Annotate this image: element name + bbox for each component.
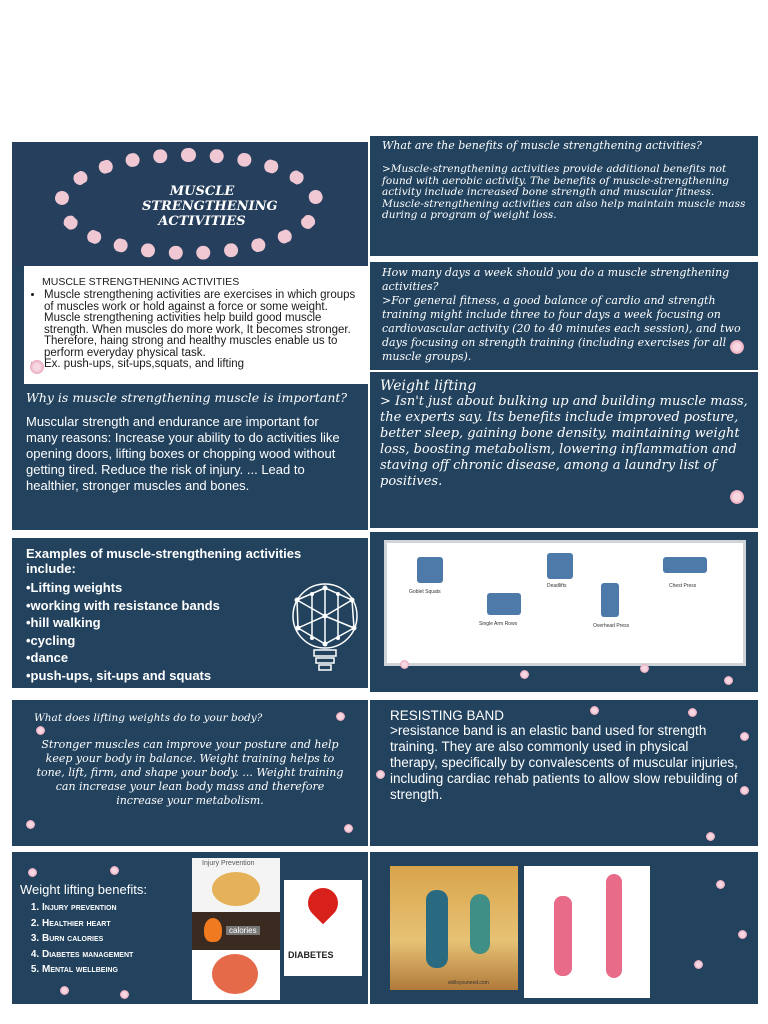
blossom-icon (60, 986, 69, 995)
examples-item: •hill walking (26, 615, 101, 630)
blossom-icon (640, 664, 649, 673)
cover-panel: MUSCLE STRENGTHENING ACTIVITIES (12, 142, 368, 266)
exercise-label: Single Arm Rows (479, 621, 518, 627)
examples-panel: Examples of muscle-strengthening activit… (12, 538, 368, 688)
collage-injury: Injury Prevention (192, 858, 280, 912)
examples-list: •Lifting weights •working with resistanc… (26, 579, 354, 684)
lift-benefit-item: Healthier heart (42, 916, 133, 932)
squat-figure (417, 557, 443, 583)
exercise-label: Overhead Press (593, 623, 630, 629)
row-figure (487, 593, 521, 615)
weightlifting-body: > Isn't just about bulking up and buildi… (380, 394, 748, 489)
definition-bullet: Muscle strengthening activities are exer… (44, 289, 360, 359)
lifting-body-panel: What does lifting weights do to your bod… (12, 700, 368, 846)
chest-press-figure (663, 557, 707, 573)
blossom-icon (336, 712, 345, 721)
photos-panel: skillsyouneed.com (370, 852, 758, 1004)
collage-calories-label: calories (226, 926, 260, 935)
lifting-body-question: What does lifting weights do to your bod… (34, 712, 263, 724)
blossom-icon (28, 868, 37, 877)
heart-icon (301, 881, 345, 925)
cover-title: MUSCLE STRENGTHENING ACTIVITIES (142, 184, 278, 229)
injury-illustration (212, 872, 260, 906)
examples-item: •dance (26, 650, 69, 665)
blossom-icon (400, 660, 409, 669)
blossom-icon (110, 866, 119, 875)
band-photo-gym: skillsyouneed.com (390, 866, 518, 990)
exercise-label: Goblet Squats (409, 589, 441, 595)
blossom-icon (688, 708, 697, 717)
collage-diabetes-label: DIABETES (288, 950, 334, 960)
benefits-answer: >Muscle-strengthening activities provide… (382, 163, 746, 221)
person-figure (554, 896, 572, 976)
blossom-icon (344, 824, 353, 833)
lift-benefit-item: Injury prevention (42, 900, 133, 916)
days-panel: How many days a week should you do a mus… (370, 262, 758, 370)
exercise-chart-panel: Goblet Squats Deadlifts Chest Press Sing… (370, 532, 758, 692)
benefits-question: What are the benefits of muscle strength… (382, 139, 702, 152)
blossom-icon (730, 490, 744, 504)
blossom-icon (36, 726, 45, 735)
days-answer: >For general fitness, a good balance of … (382, 294, 741, 363)
definition-title: MUSCLE STRENGTHENING ACTIVITIES (42, 276, 240, 288)
brain-icon (212, 954, 258, 994)
person-figure (426, 890, 448, 968)
examples-item: •push-ups, sit-ups and squats (26, 667, 212, 683)
definition-bullets: Muscle strengthening activities are exer… (32, 289, 360, 371)
lifting-body-answer: Stronger muscles can improve your postur… (36, 738, 344, 807)
blossom-icon (590, 706, 599, 715)
band-photo-demo (524, 866, 650, 998)
overhead-press-figure (601, 583, 619, 617)
collage-title: Injury Prevention (202, 860, 255, 867)
definition-bullet: Ex. push-ups, sit-ups,squats, and liftin… (44, 358, 360, 371)
exercise-chart: Goblet Squats Deadlifts Chest Press Sing… (384, 540, 746, 666)
band-panel: RESISTING BAND >resistance band is an el… (370, 700, 758, 846)
person-figure (470, 894, 490, 954)
examples-item: •cycling (26, 632, 76, 648)
photo-caption: skillsyouneed.com (448, 980, 489, 986)
collage-heart (284, 880, 362, 932)
lift-benefits-heading: Weight lifting benefits: (20, 882, 147, 897)
person-figure (606, 874, 622, 978)
examples-item: •Lifting weights (26, 580, 123, 595)
weightlifting-title: Weight lifting (380, 378, 477, 394)
weightlifting-panel: Weight lifting > Isn't just about bulkin… (370, 372, 758, 528)
blossom-icon (740, 732, 749, 741)
blossom-icon (706, 832, 715, 841)
blossom-icon (520, 670, 529, 679)
collage-calories: calories (192, 912, 280, 950)
lift-benefit-item: Diabetes management (42, 947, 133, 963)
blossom-icon (724, 676, 733, 685)
why-panel: Why is muscle strengthening muscle is im… (12, 384, 368, 530)
blossom-icon (730, 340, 744, 354)
blossom-icon (376, 770, 385, 779)
band-title: RESISTING BAND (390, 708, 505, 723)
lift-benefit-item: Burn calories (42, 931, 133, 947)
blossom-icon (120, 990, 129, 999)
blossom-icon (30, 360, 44, 374)
definition-panel: MUSCLE STRENGTHENING ACTIVITIES Muscle s… (12, 266, 368, 384)
blossom-icon (716, 880, 725, 889)
blossom-icon (738, 930, 747, 939)
blossom-icon (740, 786, 749, 795)
lightbulb-icon (292, 583, 358, 671)
days-question: How many days a week should you do a mus… (382, 266, 730, 293)
why-question: Why is muscle strengthening muscle is im… (26, 390, 348, 405)
collage-brain (192, 950, 280, 1000)
exercise-label: Chest Press (669, 583, 697, 589)
deadlift-figure (547, 553, 573, 579)
blossom-icon (26, 820, 35, 829)
examples-heading: Examples of muscle-strengthening activit… (26, 546, 302, 576)
band-body: >resistance band is an elastic band used… (390, 723, 738, 802)
lift-benefits-panel: Weight lifting benefits: Injury preventi… (12, 852, 368, 1004)
lift-benefits-list: Injury prevention Healthier heart Burn c… (42, 900, 133, 978)
benefits-panel: What are the benefits of muscle strength… (370, 136, 758, 256)
lift-benefit-item: Mental wellbeing (42, 962, 133, 978)
exercise-label: Deadlifts (547, 583, 567, 589)
why-answer: Muscular strength and endurance are impo… (26, 414, 340, 493)
examples-item: •working with resistance bands (26, 597, 220, 613)
blossom-icon (694, 960, 703, 969)
collage-diabetes: DIABETES (284, 932, 362, 976)
flame-icon (204, 918, 222, 942)
